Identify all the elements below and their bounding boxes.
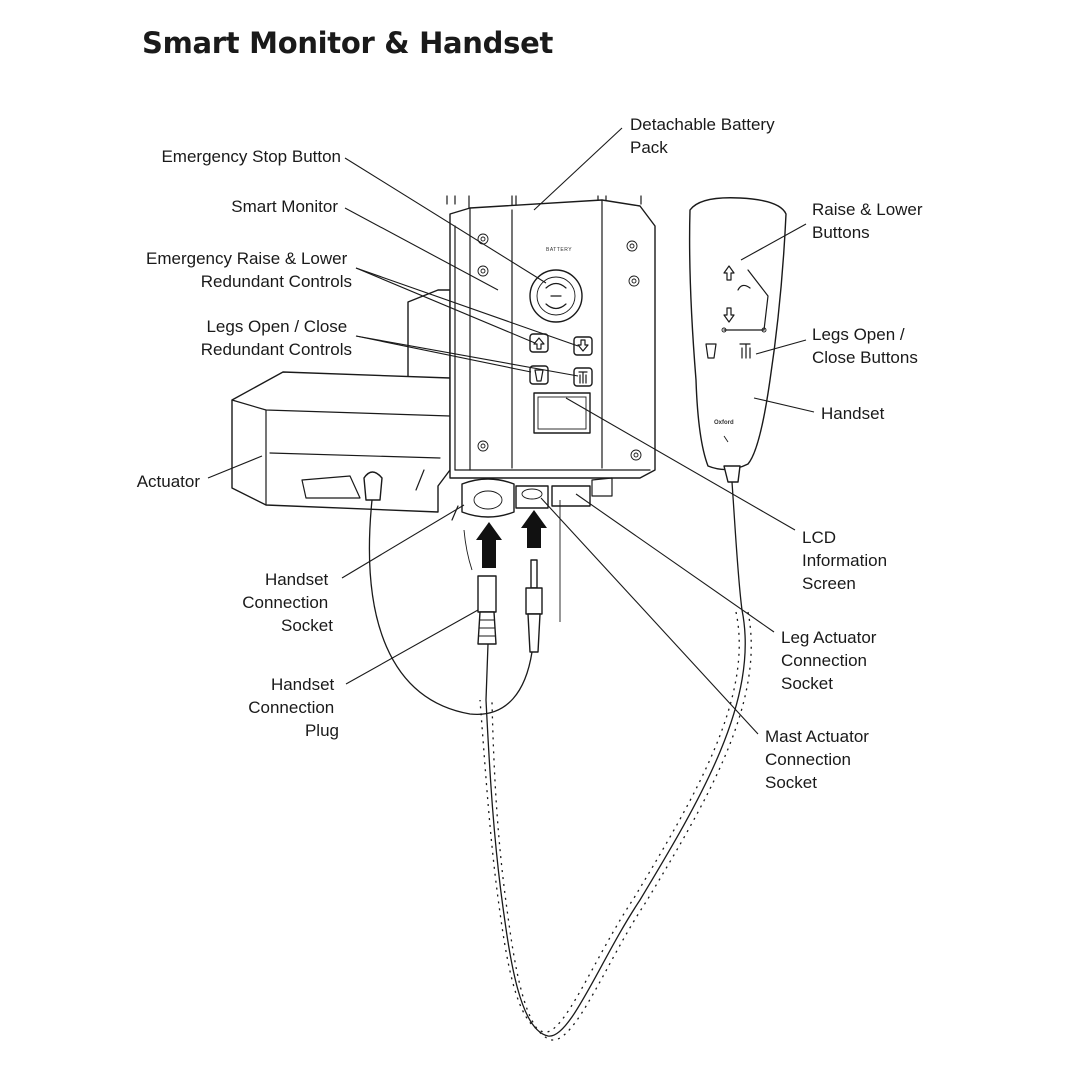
label-raise-lower-buttons: Raise & Lower Buttons — [812, 200, 927, 242]
label-handset: Handset — [821, 404, 885, 423]
handset-connection-socket — [451, 478, 515, 521]
label-actuator: Actuator — [137, 472, 201, 491]
label-handset-connection-plug: Handset Connection Plug — [248, 675, 339, 740]
lcd-screen — [533, 392, 591, 434]
label-detachable-battery-pack: Detachable Battery Pack — [630, 115, 779, 157]
handset-brand: Oxford — [714, 420, 734, 426]
label-mast-actuator-connection-socket: Mast Actuator Connection Socket — [765, 727, 874, 792]
legs-close-button[interactable] — [705, 343, 717, 359]
label-leg-actuator-connection-socket: Leg Actuator Connection Socket — [781, 628, 881, 693]
emergency-stop-button[interactable] — [529, 269, 583, 323]
mast-actuator-plug — [525, 559, 543, 653]
legs-close-redundant-button[interactable] — [529, 365, 549, 385]
insert-arrow-handset — [476, 522, 502, 568]
label-emergency-raise-lower: Emergency Raise & Lower Redundant Contro… — [146, 249, 352, 291]
legs-open-button[interactable] — [739, 343, 751, 359]
lower-button[interactable] — [723, 307, 735, 323]
emergency-raise-button[interactable] — [529, 333, 549, 353]
handset-cable-strain-relief — [723, 465, 741, 483]
handset: Oxford — [688, 197, 787, 471]
leg-actuator-connection-socket — [551, 477, 613, 507]
label-smart-monitor: Smart Monitor — [231, 197, 338, 216]
raise-button[interactable] — [723, 265, 735, 281]
mast-actuator-connection-socket — [515, 485, 549, 509]
label-legs-redundant-controls: Legs Open / Close Redundant Controls — [201, 317, 352, 359]
handset-connection-plug — [477, 575, 497, 645]
label-legs-open-close-buttons: Legs Open / Close Buttons — [812, 325, 918, 367]
label-handset-connection-socket: Handset Connection Socket — [242, 570, 333, 635]
label-emergency-stop-button: Emergency Stop Button — [161, 147, 341, 166]
coiled-cord — [479, 609, 752, 1041]
leader-lines — [207, 127, 815, 735]
battery-mark: BATTERY — [546, 247, 572, 253]
label-lcd-information-screen: LCD Information Screen — [802, 528, 892, 593]
legs-open-redundant-button[interactable] — [573, 367, 593, 387]
insert-arrow-mast — [521, 510, 547, 548]
page-title: Smart Monitor & Handset — [142, 26, 554, 60]
emergency-lower-button[interactable] — [573, 336, 593, 356]
smart-monitor: BATTERY — [446, 195, 656, 521]
